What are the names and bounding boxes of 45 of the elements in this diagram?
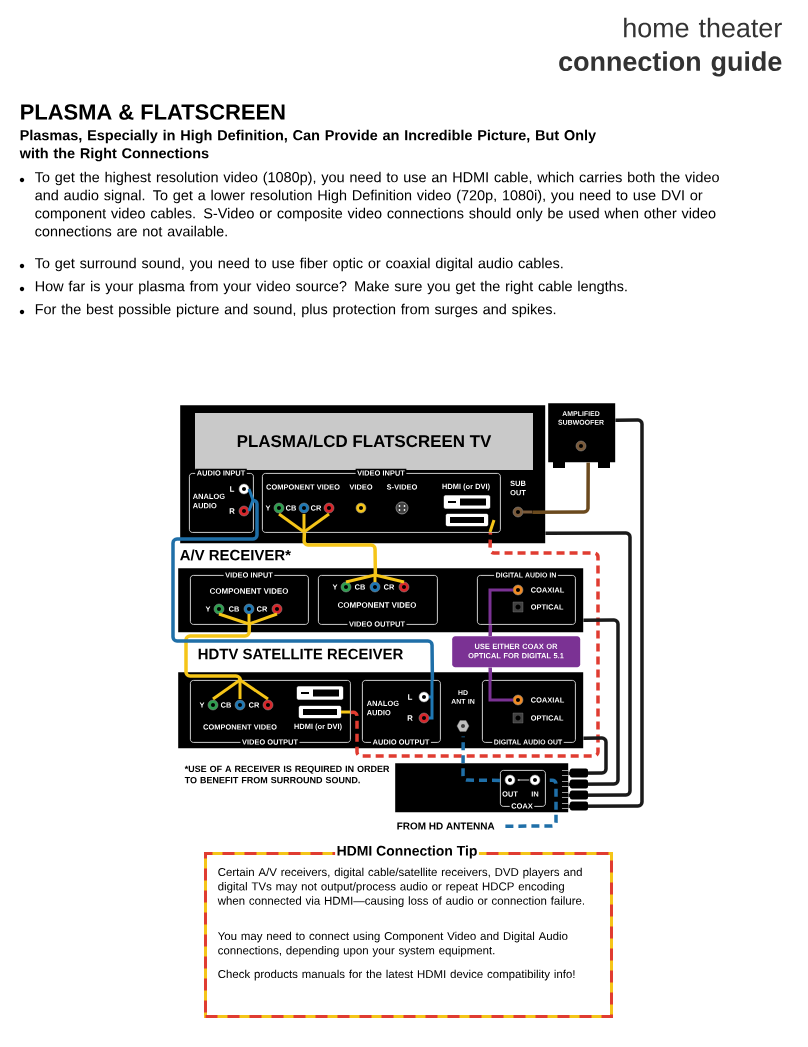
cable <box>505 778 558 828</box>
power-cord <box>568 618 620 786</box>
cable <box>302 532 378 576</box>
note-box <box>452 636 581 668</box>
subwoofer-box <box>548 403 616 468</box>
port-group <box>362 680 441 747</box>
cable <box>488 667 493 681</box>
caption-text: FROM HD ANTENNA <box>397 822 495 830</box>
port-group <box>262 468 501 533</box>
tv-panel <box>180 405 546 544</box>
port-group <box>482 680 576 746</box>
port-group <box>500 770 546 811</box>
power-cord <box>568 418 644 808</box>
page-title: home theater connection guide <box>559 17 782 77</box>
tip-heading: HDMI Connection Tip <box>335 844 479 860</box>
tip-paragraph: You may need to connect using Component Video and Digital Audio connections, depending upon your system equipment. <box>217 931 568 957</box>
antenna-port <box>451 690 475 732</box>
power-cord <box>568 736 608 775</box>
port-group <box>477 571 576 625</box>
cable <box>488 624 493 637</box>
cable <box>350 532 600 758</box>
page-heading: PLASMA & FLATSCREEN <box>21 104 285 120</box>
port-group <box>189 468 254 533</box>
power-center-box <box>395 763 569 813</box>
device-heading: HDTV SATELLITE RECEIVER <box>198 648 403 660</box>
tip-paragraph: Certain A/V receivers, digital cable/satellite receivers, DVD players and digital TVs may not output/process audio or repeat HDCP encoding when connected via HDMI—causing loss of audio or connection failure. <box>217 867 585 908</box>
port-group <box>190 570 309 625</box>
subheading: Plasmas, Especially in High Definition, Can Provide an Incredible Picture, But Only with the Right Connections <box>19 129 596 162</box>
panel-title: PLASMA/LCD FLATSCREEN TV <box>237 434 492 448</box>
cable <box>184 624 252 682</box>
tip-box <box>204 844 613 1018</box>
bullet-text: How far is your plasma from your video source? Make sure you get the right cable lengths. <box>35 280 627 295</box>
device-heading: A/V RECEIVER* <box>180 549 291 561</box>
footnote-text: *USE OF A RECEIVER IS REQUIRED IN ORDER TO BENEFIT FROM SURROUND SOUND. <box>184 765 390 784</box>
cable <box>171 498 435 681</box>
port-group <box>190 680 351 747</box>
power-cord <box>545 531 632 797</box>
cable <box>461 736 501 783</box>
cable <box>532 462 590 514</box>
bullet-text: To get the highest resolution video (1080p), you need to use an HDMI cable, which carries both the video and audio signal. To get a lower resolution High Definition video (720p, 1080i), you need to use DVI or component video cables. S-Video or composite video connections should only be used when other video connections are not available. <box>35 171 719 237</box>
port-group <box>318 575 438 629</box>
bullet-text: To get surround sound, you need to use fiber optic or coaxial digital audio cables. <box>35 257 563 272</box>
bullet-text: For the best possible picture and sound, plus protection from surges and spikes. <box>35 303 556 318</box>
sub-out-port <box>510 480 526 518</box>
tip-paragraph: Check products manuals for the latest HDMI device compatibility info! <box>218 969 575 981</box>
